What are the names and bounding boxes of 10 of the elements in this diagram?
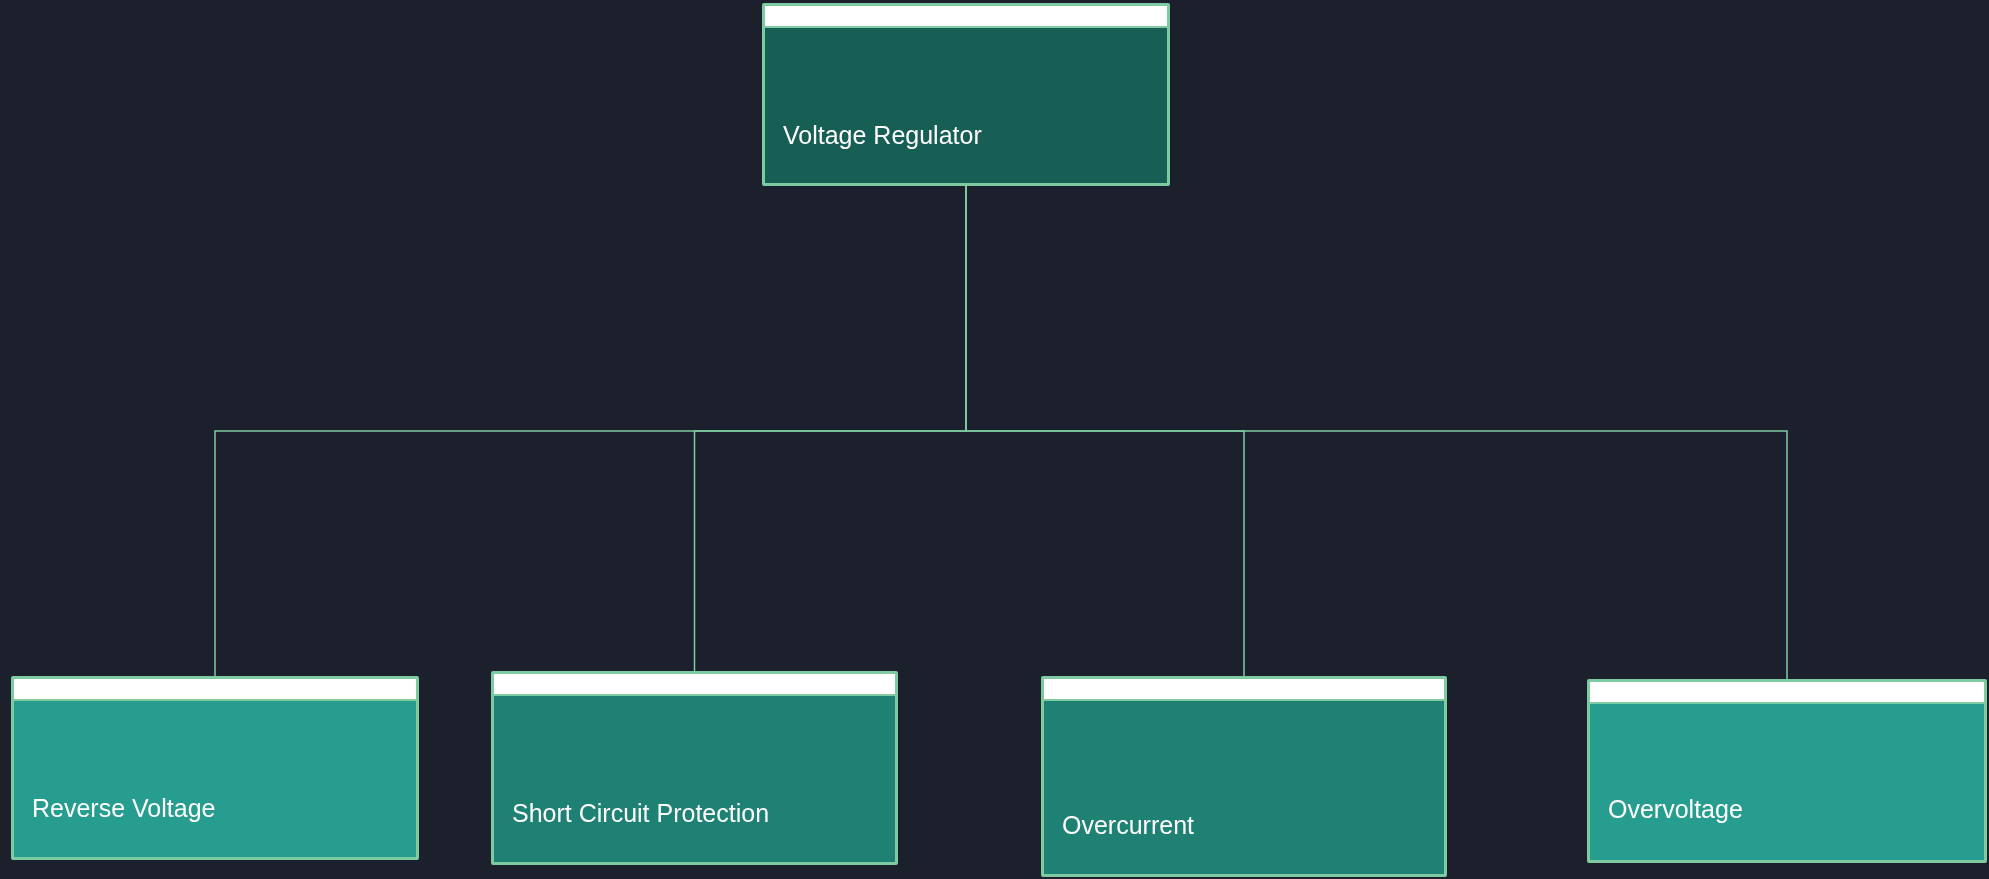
node-label: Overvoltage — [1608, 795, 1743, 824]
node-label: Voltage Regulator — [783, 121, 982, 150]
node-label: Short Circuit Protection — [512, 799, 770, 828]
process-box — [11, 676, 419, 860]
node-label: Overcurrent — [1062, 811, 1194, 840]
process-box — [1041, 676, 1447, 877]
process-box — [762, 3, 1170, 186]
node-label: Reverse Voltage — [32, 794, 216, 823]
process-box — [491, 671, 898, 865]
process-box — [1587, 679, 1987, 863]
